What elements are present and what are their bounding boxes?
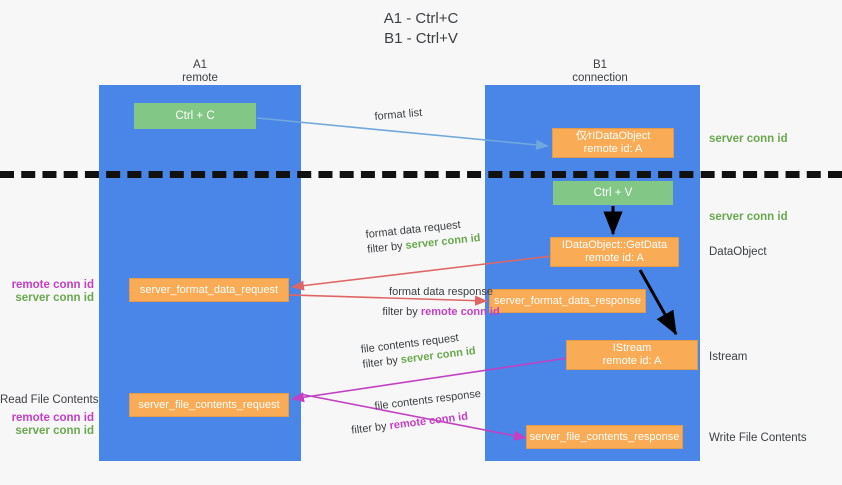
box-idataobject-line1: 仅⁄rIDataObject <box>575 130 651 142</box>
format-list-text: format list <box>374 106 423 123</box>
fdres-filter-value: remote conn id <box>420 306 500 318</box>
title-line-1: A1 - Ctrl+C <box>383 10 459 27</box>
edge-label-file-contents-request: file contents request filter by server c… <box>360 329 477 373</box>
edge-label-format-list: format list <box>374 106 423 125</box>
box-sfcres-label: server_file_contents_response <box>529 430 680 443</box>
box-server-file-contents-response[interactable]: server_file_contents_response <box>526 425 683 449</box>
fcres-filter-prefix: filter by <box>350 420 391 437</box>
label-remote-conn-id-1: remote conn id <box>11 279 94 291</box>
box-sfdreq-label: server_format_data_request <box>139 283 279 296</box>
box-server-format-data-request[interactable]: server_format_data_request <box>129 278 289 302</box>
box-getdata-line2: remote id: A <box>585 252 644 264</box>
lane-b1-sub: connection <box>572 72 628 84</box>
box-idataobject[interactable]: 仅⁄rIDataObject remote id: A <box>552 128 674 158</box>
fdres-line2: filter by remote conn id <box>336 300 546 320</box>
box-server-format-data-response[interactable]: server_format_data_response <box>489 289 646 313</box>
label-dataobject: DataObject <box>709 246 767 258</box>
fcres-filter-value: remote conn id <box>388 410 469 433</box>
box-sfcreq-label: server_file_contents_request <box>138 398 280 411</box>
box-idataobject-line2: remote id: A <box>583 143 643 155</box>
box-ctrl-v-label: Ctrl + V <box>593 187 633 199</box>
box-ctrl-v[interactable]: Ctrl + V <box>553 181 673 205</box>
fdres-filter-prefix: filter by <box>382 306 421 318</box>
label-read-file-contents: Read File Contents <box>0 394 99 406</box>
lane-header-b1: B1 connection <box>535 59 665 85</box>
box-ctrl-c-label: Ctrl + C <box>175 110 215 122</box>
edge-label-format-data-request: format data request filter by server con… <box>365 216 481 258</box>
label-server-conn-id-1: server conn id <box>15 292 94 304</box>
lane-a1-name: A1 <box>192 59 208 71</box>
box-istream[interactable]: IStream remote id: A <box>566 340 698 370</box>
label-server-conn-id-2: server conn id <box>15 425 94 437</box>
fcreq-filter-prefix: filter by <box>361 354 402 371</box>
box-istream-line1: IStream <box>612 342 652 354</box>
edge-label-file-contents-response: file contents response filter by remote … <box>348 387 484 439</box>
box-idataobject-getdata[interactable]: IDataObject::GetData remote id: A <box>550 237 679 267</box>
box-sfdres-label: server_format_data_response <box>494 294 641 307</box>
box-istream-line2: remote id: A <box>602 355 662 367</box>
edge-label-format-data-response: format data response filter by remote co… <box>336 285 546 320</box>
label-server-conn-id-mid: server conn id <box>709 211 788 223</box>
lane-a1-sub: remote <box>182 72 218 84</box>
fdreq-filter-prefix: filter by <box>366 239 407 256</box>
box-server-file-contents-request[interactable]: server_file_contents_request <box>129 393 289 417</box>
fdres-line1: format data response <box>389 286 493 298</box>
lane-b1-name: B1 <box>592 59 608 71</box>
title-line-2: B1 - Ctrl+V <box>384 30 458 47</box>
box-getdata-line1: IDataObject::GetData <box>561 239 668 251</box>
label-remote-conn-id-2: remote conn id <box>11 412 94 424</box>
label-istream: Istream <box>709 351 748 363</box>
label-server-conn-id-top: server conn id <box>709 133 788 145</box>
label-write-file-contents: Write File Contents <box>709 432 807 444</box>
dashed-divider <box>0 171 842 178</box>
box-ctrl-c[interactable]: Ctrl + C <box>134 103 256 129</box>
page-title: A1 - Ctrl+C B1 - Ctrl+V <box>0 9 842 49</box>
lane-header-a1: A1 remote <box>140 59 260 85</box>
